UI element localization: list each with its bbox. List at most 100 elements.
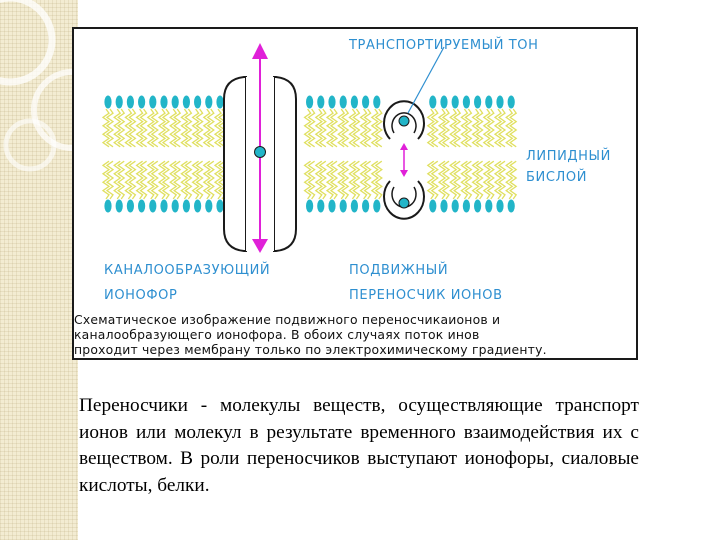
lipid-head <box>194 199 202 213</box>
lipid-head <box>496 95 504 109</box>
lipid-head <box>171 199 179 213</box>
lipid-tail <box>101 160 111 200</box>
lipid-tail <box>363 160 372 200</box>
caption-line-3: проходит через мембрану только по электр… <box>74 342 547 357</box>
lipid-tail <box>374 108 383 148</box>
lipid-tail <box>370 160 379 200</box>
lipid-tail <box>475 160 484 200</box>
body-paragraph: Переносчики - молекулы веществ, осуществ… <box>79 395 639 496</box>
lipid-head <box>462 95 470 109</box>
lipid-tail <box>213 108 223 148</box>
lipid-tail <box>318 108 327 148</box>
lipid-head <box>171 95 179 109</box>
lipid-head <box>160 95 168 109</box>
diagram-caption: Схематическое изображение подвижного пер… <box>74 312 634 357</box>
lipid-tail <box>117 108 126 148</box>
lipid-tail <box>471 160 480 200</box>
lipid-tail <box>426 160 435 200</box>
lipid-tail <box>348 160 357 200</box>
lipid-head <box>194 95 202 109</box>
lipid-head <box>485 199 493 213</box>
lipid-head <box>115 199 123 213</box>
lipid-head <box>104 95 112 109</box>
lipid-tail <box>146 108 155 148</box>
lipid-tail <box>169 108 178 148</box>
channel-wall-left <box>223 76 247 252</box>
lipid-tail <box>184 160 193 200</box>
lipid-tail <box>213 160 223 200</box>
lipid-tail <box>453 108 462 148</box>
lipid-tail <box>441 108 451 148</box>
carrier-arrow-up <box>400 143 408 150</box>
lipid-head <box>328 95 336 109</box>
lipid-tail <box>509 108 518 148</box>
lipid-head <box>126 199 134 213</box>
lipid-head <box>216 95 224 109</box>
lipid-tail <box>426 108 435 148</box>
decorative-swirl <box>0 0 78 172</box>
lipid-tail <box>124 160 133 200</box>
lipid-tail <box>139 108 148 148</box>
lipid-tail <box>139 160 148 200</box>
lipid-tail <box>441 160 451 200</box>
lipid-tail <box>325 160 335 200</box>
arrow-up-head <box>252 43 268 59</box>
carrier-top-outer <box>383 100 425 140</box>
lipid-tail <box>128 160 137 200</box>
decorative-side-panel <box>0 0 78 540</box>
lipid-tail <box>505 160 514 200</box>
lipid-tail <box>352 160 361 200</box>
lipid-tail <box>337 160 346 200</box>
lipid-tail <box>202 108 211 148</box>
lipid-head <box>216 199 224 213</box>
lipid-head <box>496 199 504 213</box>
lipid-head <box>317 95 325 109</box>
lipid-tail <box>161 108 171 148</box>
lipid-tail <box>497 160 507 200</box>
lipid-tail <box>135 108 144 148</box>
lipid-tail <box>486 108 495 148</box>
lipid-head <box>429 95 437 109</box>
carrier-arrow-down <box>400 170 408 177</box>
lipid-tail <box>303 108 312 148</box>
label-carrier-line-1: ПОДВИЖНЫЙ <box>349 263 449 278</box>
lipid-bilayer <box>101 95 518 213</box>
lipid-head <box>182 199 190 213</box>
lipid-tail <box>169 160 178 200</box>
lipid-head <box>451 95 459 109</box>
lipid-head <box>126 95 134 109</box>
lipid-tail <box>124 108 133 148</box>
lipid-tail <box>341 160 350 200</box>
lipid-tail <box>453 160 462 200</box>
lipid-tail <box>329 160 339 200</box>
lipid-tail <box>150 108 159 148</box>
lipid-tail <box>329 108 339 148</box>
lipid-head <box>115 95 123 109</box>
lipid-head <box>182 95 190 109</box>
lipid-tail <box>437 108 447 148</box>
lipid-tail <box>374 160 383 200</box>
lipid-tail <box>113 108 122 148</box>
channel-ion <box>254 146 266 158</box>
lipid-tail <box>449 108 458 148</box>
carrier-bottom-ion <box>398 197 410 209</box>
lipid-tail <box>464 160 473 200</box>
lipid-tail <box>307 108 316 148</box>
lipid-tail <box>370 108 379 148</box>
lipid-tail <box>325 108 335 148</box>
lipid-head <box>149 95 157 109</box>
lipid-tail <box>430 160 439 200</box>
lipid-tail <box>437 160 447 200</box>
lipid-tail <box>202 160 211 200</box>
lipid-head <box>149 199 157 213</box>
lipid-head <box>451 199 459 213</box>
lipid-head <box>373 95 381 109</box>
lipid-tail <box>117 160 126 200</box>
lipid-tail <box>337 108 346 148</box>
lipid-head <box>339 199 347 213</box>
lipid-tail <box>157 160 167 200</box>
lipid-tail <box>482 108 491 148</box>
lipid-head <box>474 95 482 109</box>
channel-wall-right <box>273 76 297 252</box>
lipid-head <box>317 199 325 213</box>
